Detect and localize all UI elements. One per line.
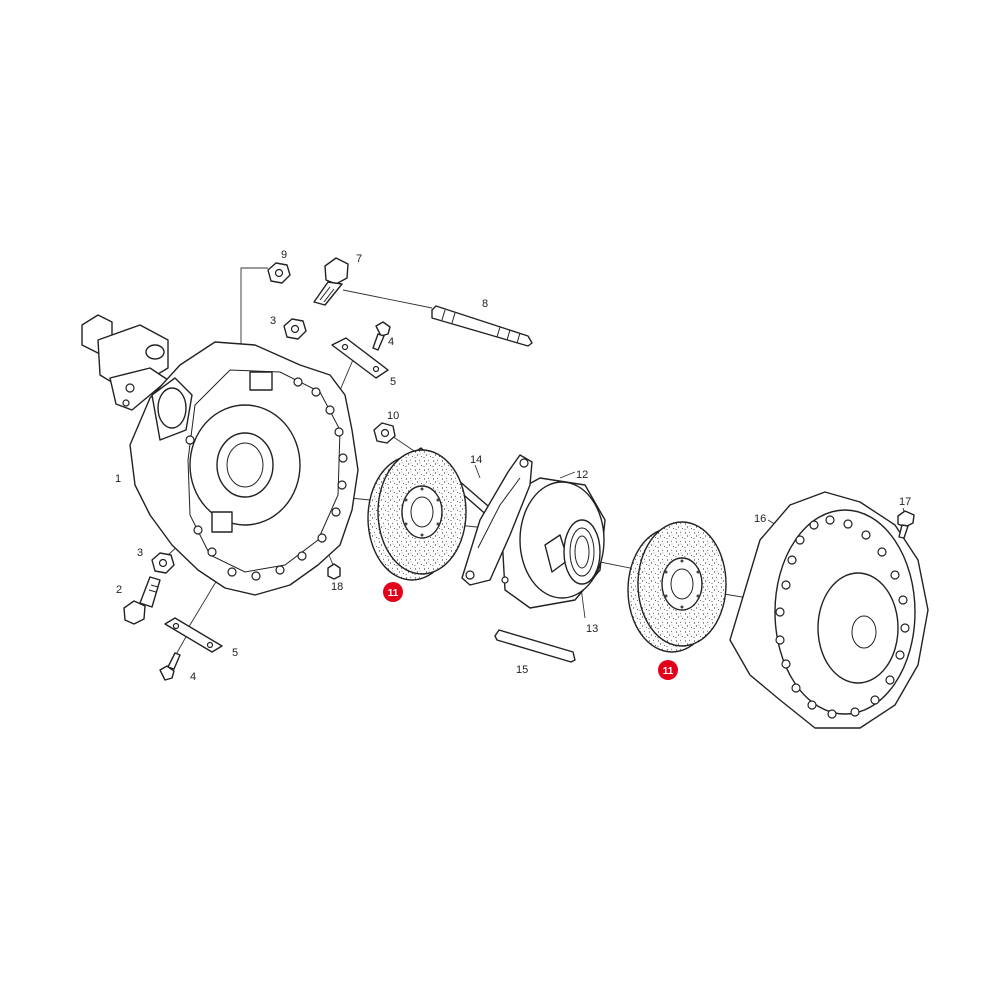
nut-3-lower — [151, 552, 175, 574]
label-plate-5-upper: 5 — [390, 376, 396, 388]
label-cover-16: 16 — [754, 513, 766, 525]
cover-16 — [729, 491, 929, 729]
label-caliper-12: 12 — [576, 469, 588, 481]
plate-5-upper — [331, 337, 389, 379]
pin-15 — [494, 629, 576, 663]
screw-4-upper — [372, 321, 391, 351]
label-nut-3-lower: 3 — [137, 547, 143, 559]
callout-11-left-badge — [383, 582, 403, 602]
callout-11-left[interactable]: 11 — [383, 582, 403, 602]
label-bolt-2: 2 — [116, 584, 122, 596]
main-housing — [129, 341, 359, 596]
plate-5-lower — [164, 617, 223, 653]
stud-8 — [431, 305, 533, 347]
label-pin-15: 15 — [516, 664, 528, 676]
label-plug-18: 18 — [331, 581, 343, 593]
brake-disc-left — [367, 449, 467, 581]
brake-disc-right — [627, 521, 727, 653]
sensor-actuator — [81, 314, 169, 411]
bearing-13 — [563, 519, 601, 585]
bolt-2 — [123, 576, 161, 625]
nut-3-upper — [283, 318, 307, 340]
callout-11-left-text: 11 — [388, 588, 399, 599]
plug-18 — [327, 563, 341, 580]
nut-9 — [267, 262, 291, 284]
label-nut-3-upper: 3 — [270, 315, 276, 327]
label-bearing-13: 13 — [586, 623, 598, 635]
label-housing: 1 — [115, 473, 121, 485]
label-nut-10: 10 — [387, 410, 399, 422]
label-bolt-7: 7 — [356, 253, 362, 265]
screw-4-lower — [159, 652, 181, 681]
bolt-7 — [313, 257, 349, 306]
label-plate-5-lower: 5 — [232, 647, 238, 659]
label-screw-4-lower: 4 — [190, 671, 196, 683]
label-rod-14: 14 — [470, 454, 482, 466]
nut-10 — [373, 422, 396, 444]
callout-11-right[interactable]: 11 — [658, 660, 678, 680]
label-screw-17: 17 — [899, 496, 911, 508]
callout-11-right-text: 11 — [663, 666, 674, 677]
label-stud-8: 8 — [482, 298, 488, 310]
label-nut-9: 9 — [281, 249, 287, 261]
label-screw-4-upper: 4 — [388, 336, 394, 348]
callout-11-right-badge — [658, 660, 678, 680]
screw-17 — [897, 510, 915, 539]
